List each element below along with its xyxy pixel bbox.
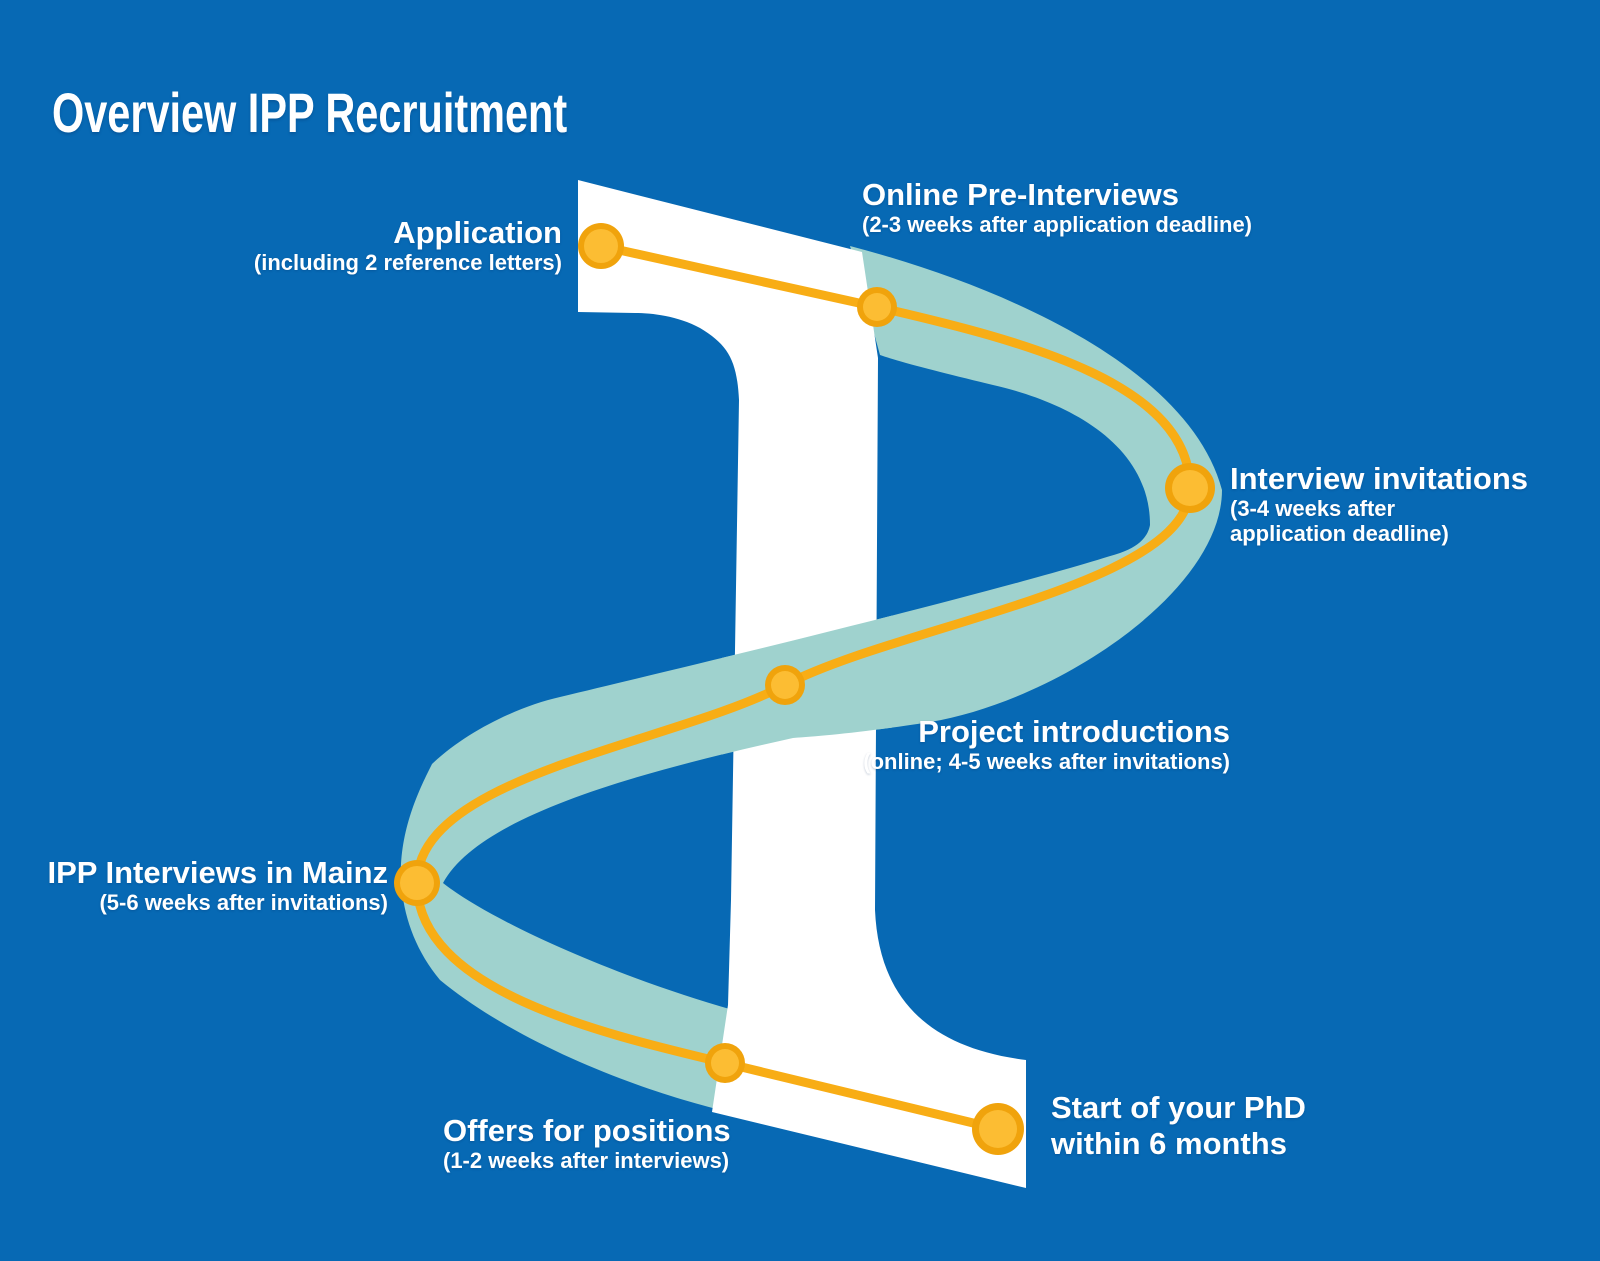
stage-note: (5-6 weeks after invitations) (99, 890, 388, 915)
node-interview-invitations (1165, 463, 1215, 513)
stage-label-interview-invitations: Interview invitations (3-4 weeks after a… (1230, 461, 1528, 546)
stage-label-application: Application (including 2 reference lette… (254, 215, 562, 275)
node-online-pre-interviews (857, 287, 897, 327)
stage-note-line-2: application deadline) (1230, 521, 1449, 546)
stage-title: Online Pre-Interviews (862, 177, 1179, 212)
node-project-introductions (765, 665, 805, 705)
stage-title-line-2: within 6 months (1051, 1126, 1287, 1161)
stage-note: (including 2 reference letters) (253, 250, 562, 275)
stage-note: (2-3 weeks after application deadline) (862, 212, 1253, 237)
node-application (578, 223, 624, 269)
node-offers (705, 1043, 745, 1083)
stage-title: Offers for positions (443, 1113, 731, 1148)
stage-note: (1-2 weeks after interviews) (443, 1148, 730, 1173)
stage-label-project-introductions: Project introductions (online; 4-5 weeks… (863, 714, 1230, 774)
stage-title: Interview invitations (1230, 461, 1529, 496)
stage-note: (online; 4-5 weeks after invitations) (863, 749, 1230, 774)
page-title: Overview IPP Recruitment (52, 80, 568, 144)
stage-title-line-1: Start of your PhD (1051, 1090, 1306, 1125)
stage-title: Project introductions (918, 714, 1230, 749)
stage-label-phd-start: Start of your PhD within 6 months (1051, 1090, 1306, 1162)
stage-label-ipp-interviews-mainz: IPP Interviews in Mainz (5-6 weeks after… (47, 855, 388, 915)
stage-title: IPP Interviews in Mainz (47, 855, 388, 890)
stage-label-offers: Offers for positions (1-2 weeks after in… (443, 1113, 731, 1173)
stage-label-online-pre-interviews: Online Pre-Interviews (2-3 weeks after a… (862, 177, 1252, 237)
node-ipp-interviews-mainz (394, 860, 440, 906)
stage-note-line-1: (3-4 weeks after (1230, 496, 1396, 521)
stage-title: Application (393, 215, 562, 250)
node-phd-start (972, 1103, 1024, 1155)
route-nodes (394, 223, 1215, 1155)
